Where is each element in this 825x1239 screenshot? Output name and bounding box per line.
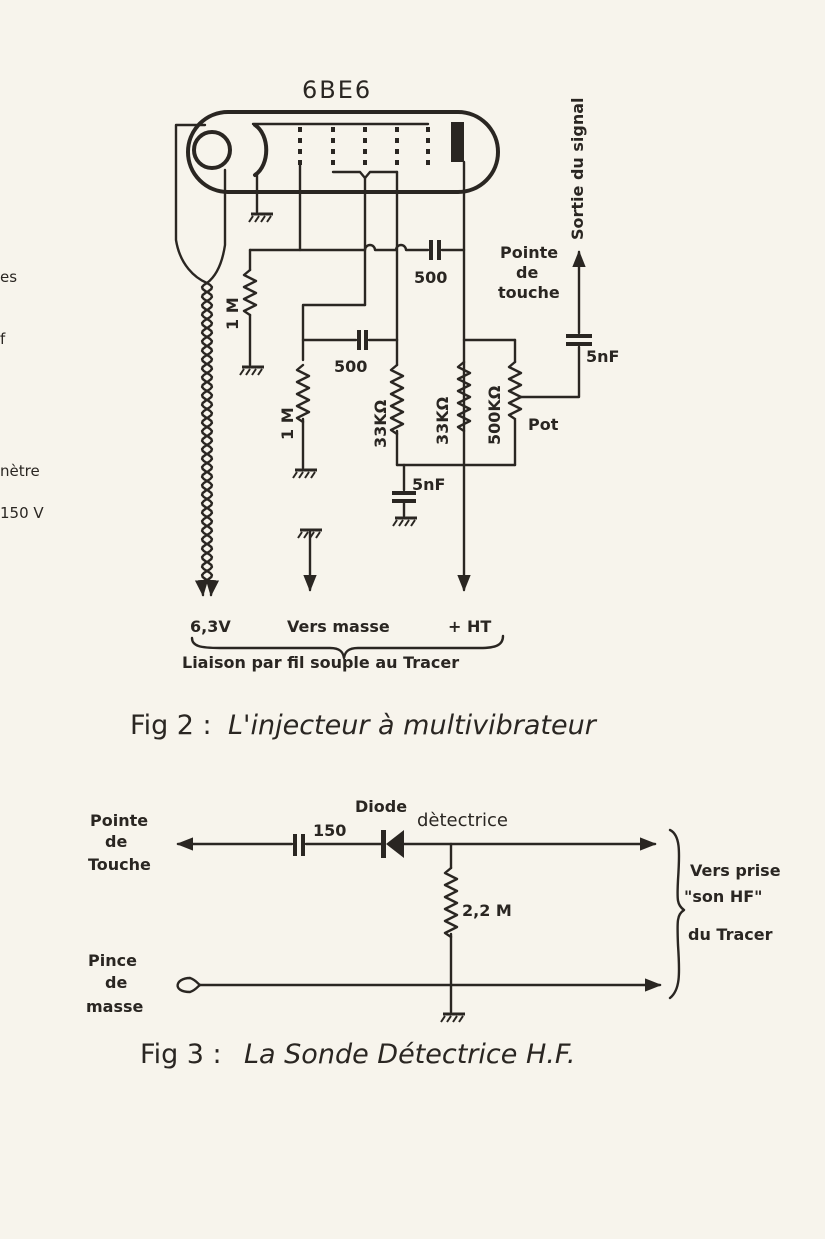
margin-text: es f nètre 150 V [0,268,44,522]
probe-tip-line1: Pointe [90,811,148,830]
resistor-label: 33KΩ [371,399,390,448]
tube-label: 6BE6 [302,76,372,104]
terminal-ground-label: Vers masse [287,617,390,636]
ground-symbol [391,516,419,528]
heater-filament [192,130,232,170]
resistor-2m2 [443,866,459,939]
output-label-line2: "son HF" [684,887,762,906]
resistor-1m-grid [242,268,258,317]
capacitor-500-mid [357,330,368,350]
output-label-line3: du Tracer [688,925,773,944]
probe-label-line3: touche [498,283,560,302]
capacitor-150 [293,834,305,856]
capacitor-500-top [429,240,441,260]
brace [190,634,505,660]
margin-fragment: 150 V [0,504,44,522]
cathode [253,123,269,177]
tube-plate [451,122,464,162]
brace-label: Liaison par fil souple au Tracer [182,653,459,672]
pot-value-label: 500KΩ [485,385,504,445]
resistor-label: 1 M [278,407,297,440]
ground-clip-line3: masse [86,997,144,1016]
tube-grids [251,122,430,180]
fig3-caption-number: Fig 3 : [140,1039,222,1070]
capacitor-label: 5nF [586,347,619,366]
ground-symbol [439,1012,467,1024]
twisted-pair-heater-wire [194,281,220,597]
diode-detector [381,830,404,858]
capacitor-label: 150 [313,821,346,840]
terminal-heater-label: 6,3V [190,617,231,636]
signal-output-label: Sortie du signal [568,97,587,240]
resistor-33k-screen [389,363,405,436]
pot-label: Pot [528,415,559,434]
margin-fragment: nètre [0,462,40,480]
margin-fragment: es [0,268,17,286]
tube-envelope [186,110,500,194]
diode-label-line2: dètectrice [417,810,508,831]
margin-fragment: f [0,330,6,348]
ground-clip-icon [176,976,202,994]
resistor-label: 1 M [223,297,242,330]
fig2-caption-number: Fig 2 : [130,710,212,741]
probe-tip-line2: de [105,832,127,851]
ground-clip-line1: Pince [88,951,137,970]
output-label-line1: Vers prise [690,861,781,880]
ground-symbol [238,365,266,377]
fig3-caption-title: La Sonde Détectrice H.F. [244,1039,575,1070]
resistor-label: 2,2 M [462,901,512,920]
ground-symbol [291,468,319,480]
probe-label-line1: Pointe [500,243,558,262]
fig2-caption-title: L'injecteur à multivibrateur [228,710,598,741]
output-brace [668,828,686,1000]
terminal-ht-label: + HT [448,617,491,636]
capacitor-label: 5nF [412,475,445,494]
probe-tip-line3: Touche [88,855,151,874]
capacitor-5nf-decouple [392,491,416,503]
capacitor-label: 500 [414,268,447,287]
fig3-diagram: Pointe de Touche Pince de masse 150 Diod… [86,797,781,1070]
diode-label-line1: Diode [355,797,407,816]
resistor-label: 33KΩ [433,396,452,445]
resistor-33k-plate [456,360,472,433]
ground-clip-line2: de [105,973,127,992]
resistor-1m-grid2 [295,363,311,424]
capacitor-label: 500 [334,357,367,376]
ground-symbol [247,212,275,224]
potentiometer-500k [507,360,523,421]
probe-label-line2: de [516,263,538,282]
capacitor-5nf-output [566,334,592,346]
fig2-diagram: 6BE6 [130,76,619,741]
